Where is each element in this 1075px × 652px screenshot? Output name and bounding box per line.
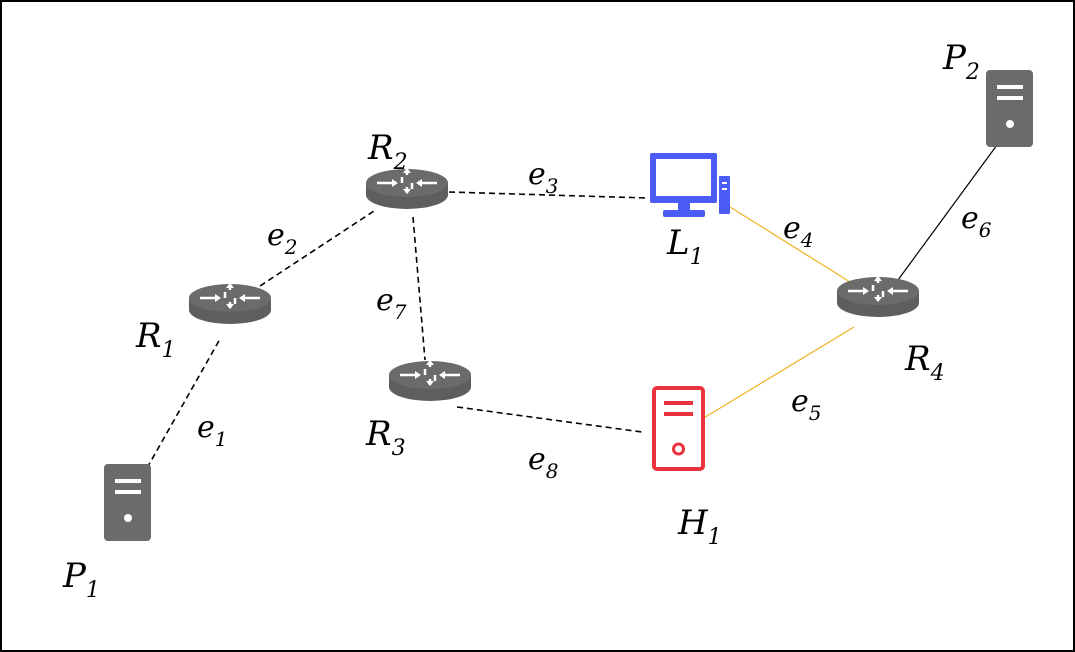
edge-label-e7: e7 — [376, 283, 407, 324]
edge-label-e8: e8 — [528, 442, 559, 483]
node-label-l1: L1 — [666, 223, 704, 270]
server-p2-icon — [986, 70, 1033, 147]
edge-label-e5: e5 — [791, 384, 822, 425]
server-p1-icon — [104, 464, 151, 541]
link-e7 — [412, 216, 426, 361]
edge-label-e3: e3 — [528, 157, 559, 198]
node-label-p2: P2 — [942, 38, 980, 85]
links — [146, 144, 998, 469]
link-e3 — [448, 191, 648, 199]
link-e2 — [259, 210, 375, 287]
router-r4-icon — [835, 274, 921, 319]
link-e4 — [729, 206, 851, 283]
server-h1-icon — [652, 386, 705, 471]
node-label-h1: H1 — [677, 503, 722, 550]
link-e5 — [701, 326, 855, 420]
link-e6 — [897, 144, 998, 281]
edge-label-e1: e1 — [197, 410, 228, 451]
node-label-r2: R2 — [367, 128, 408, 175]
edge-label-e6: e6 — [961, 201, 992, 242]
node-label-r1: R1 — [135, 316, 176, 363]
node-label-r4: R4 — [904, 339, 945, 386]
link-e1 — [146, 338, 221, 469]
edge-label-e4: e4 — [783, 211, 814, 252]
router-r1-icon — [187, 281, 273, 326]
node-label-r3: R3 — [365, 414, 406, 461]
node-label-p1: P1 — [62, 556, 100, 603]
link-e8 — [456, 406, 643, 433]
router-r3-icon — [387, 358, 473, 403]
desktop-computer-l1-icon — [650, 153, 730, 217]
edge-label-e2: e2 — [267, 218, 298, 259]
